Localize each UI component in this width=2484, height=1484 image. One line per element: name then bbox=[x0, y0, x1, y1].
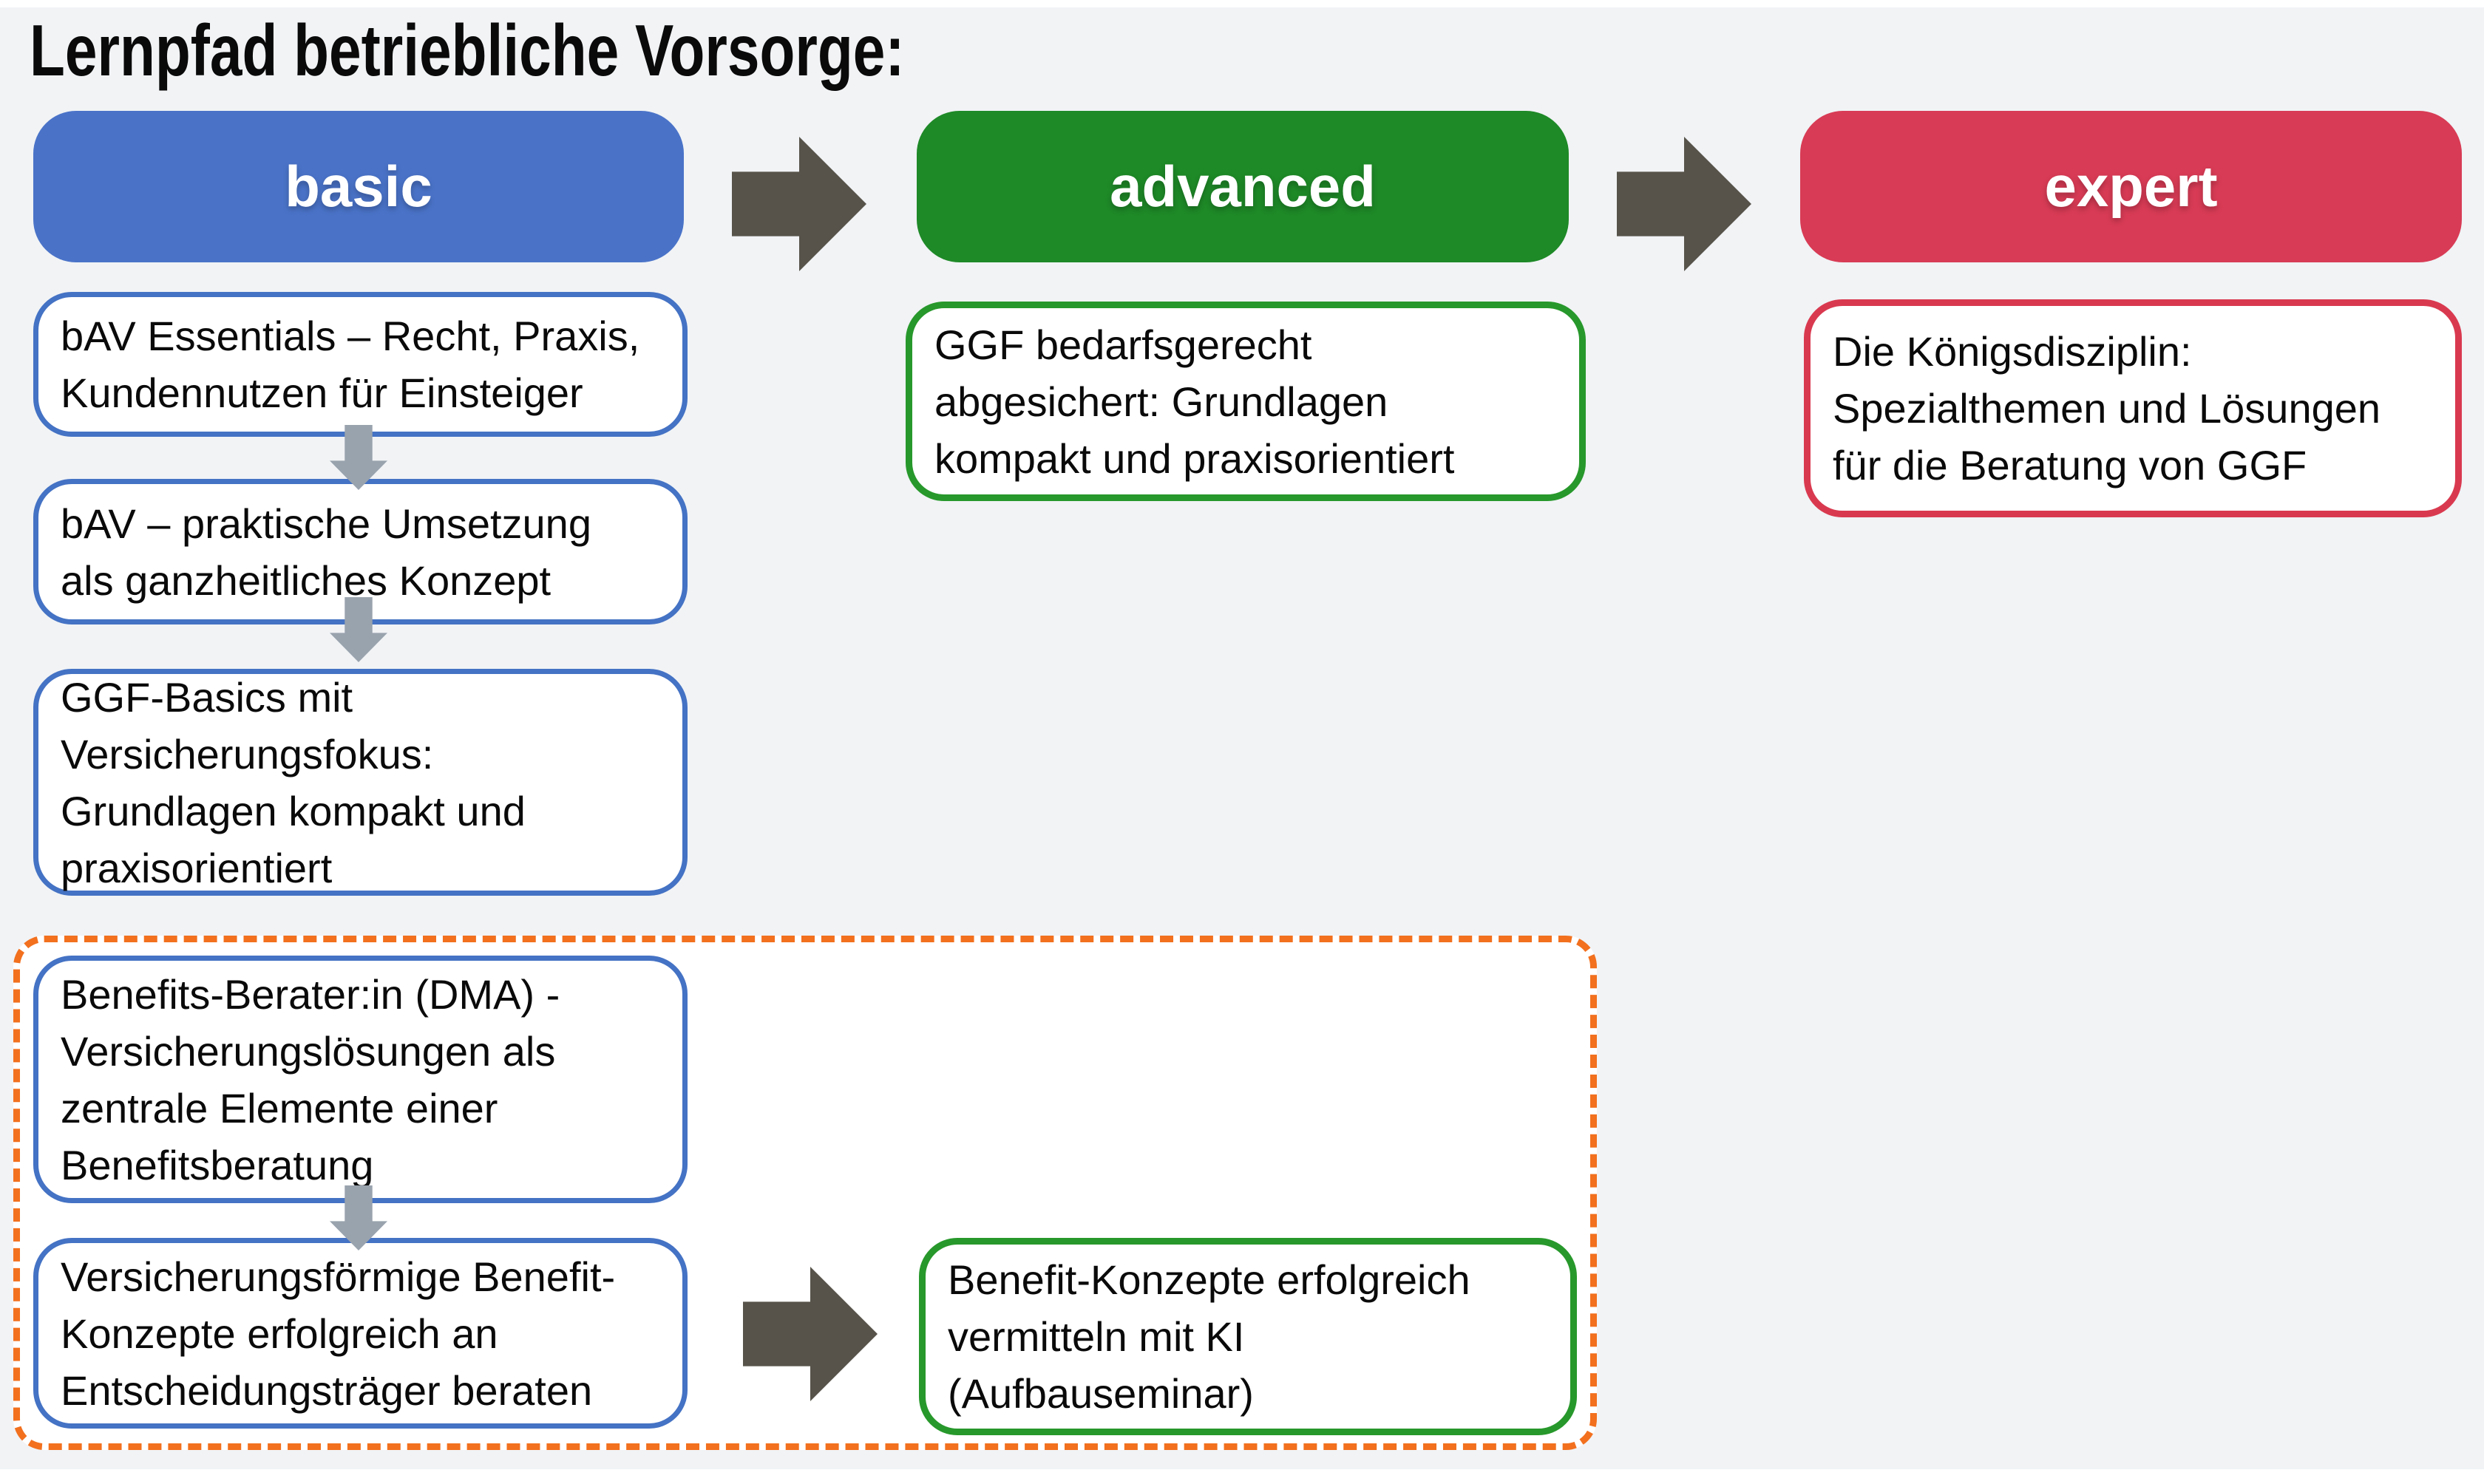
course-box-bav-essentials: bAV Essentials – Recht, Praxis, Kundennu… bbox=[33, 292, 688, 437]
course-box-benefit-konzepte-ki: Benefit-Konzepte erfolgreich vermitteln … bbox=[919, 1238, 1577, 1435]
level-header-expert: expert bbox=[1800, 111, 2462, 262]
flow-arrow-right-icon bbox=[732, 137, 866, 271]
course-text: bAV Essentials – Recht, Praxis, Kundennu… bbox=[61, 313, 640, 416]
course-box-benefit-konzepte-beraten: Versicherungsförmige Benefit- Konzepte e… bbox=[33, 1238, 688, 1429]
course-text: Die Königsdisziplin: Spezialthemen und L… bbox=[1833, 328, 2381, 489]
course-box-ggf-bedarfsgerecht: GGF bedarfsgerecht abgesichert: Grundlag… bbox=[906, 302, 1586, 501]
page-title: Lernpfad betriebliche Vorsorge: bbox=[30, 10, 905, 91]
course-text: bAV – praktische Umsetzung als ganzheitl… bbox=[61, 500, 591, 604]
course-text: Benefit-Konzepte erfolgreich vermitteln … bbox=[948, 1256, 1470, 1417]
level-label-basic: basic bbox=[285, 154, 432, 219]
course-text: Versicherungsförmige Benefit- Konzepte e… bbox=[61, 1253, 616, 1414]
course-text: Benefits-Berater:in (DMA) - Versicherung… bbox=[61, 970, 560, 1188]
bottom-edge-band bbox=[0, 1469, 2484, 1484]
course-text: GGF bedarfsgerecht abgesichert: Grundlag… bbox=[934, 321, 1455, 482]
level-header-advanced: advanced bbox=[917, 111, 1569, 262]
level-label-expert: expert bbox=[2044, 154, 2218, 219]
course-box-bav-umsetzung: bAV – praktische Umsetzung als ganzheitl… bbox=[33, 479, 688, 624]
course-text: GGF-Basics mit Versicherungsfokus: Grund… bbox=[61, 673, 526, 891]
course-box-benefits-berater-dma: Benefits-Berater:in (DMA) - Versicherung… bbox=[33, 956, 688, 1203]
course-box-ggf-basics: GGF-Basics mit Versicherungsfokus: Grund… bbox=[33, 669, 688, 896]
level-label-advanced: advanced bbox=[1110, 154, 1376, 219]
flow-arrow-right-icon bbox=[1617, 137, 1751, 271]
course-box-koenigsdisziplin: Die Königsdisziplin: Spezialthemen und L… bbox=[1804, 299, 2462, 517]
level-header-basic: basic bbox=[33, 111, 684, 262]
top-edge-band bbox=[0, 0, 2484, 7]
